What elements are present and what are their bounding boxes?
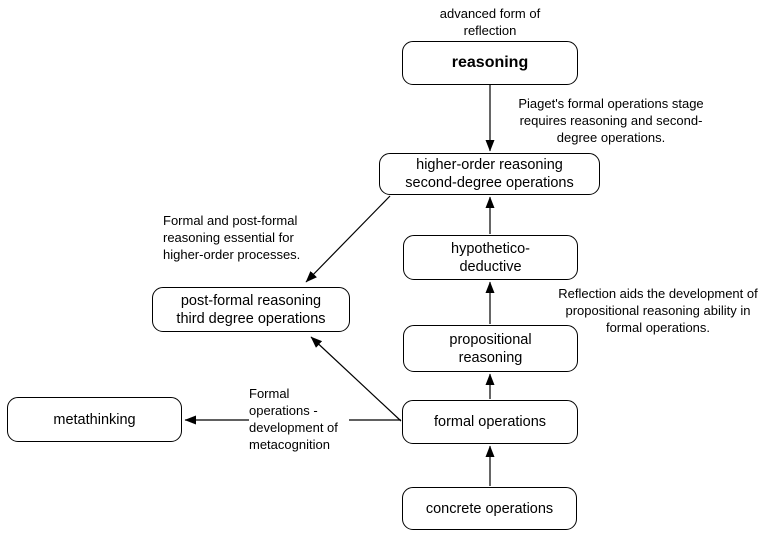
annotation-advanced-form: advanced form of reflection: [439, 6, 541, 38]
node-reasoning: reasoning: [402, 41, 578, 85]
node-concrete-operations: concrete operations: [402, 487, 577, 530]
node-formal-operations: formal operations: [402, 400, 578, 444]
node-metathinking: metathinking: [7, 397, 182, 442]
node-propositional-reasoning: propositional reasoning: [403, 325, 578, 372]
annotation-postformal: Formal and post-formal reasoning essenti…: [163, 213, 301, 262]
edge-formal-to-post-formal: [310, 336, 402, 422]
node-hypothetico-deductive: hypothetico- deductive: [403, 235, 578, 280]
annotation-reflection: Reflection aids the development of propo…: [558, 286, 758, 335]
node-higher-order-reasoning: higher-order reasoning second-degree ope…: [379, 153, 600, 195]
annotation-metacognition: Formal operations - development of metac…: [249, 385, 349, 453]
edge-higher-order-to-post-formal: [305, 195, 391, 283]
annotation-piaget: Piaget's formal operations stage require…: [518, 96, 704, 145]
node-post-formal-reasoning: post-formal reasoning third degree opera…: [152, 287, 350, 332]
